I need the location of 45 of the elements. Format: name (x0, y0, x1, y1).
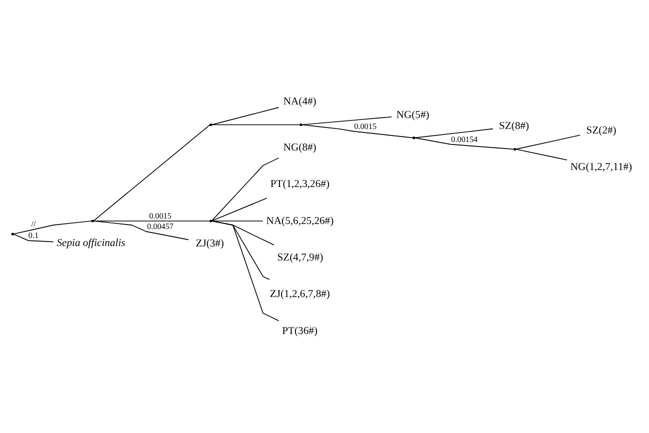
connector (414, 137, 514, 150)
node-text: NG(5#) (396, 110, 430, 121)
edge-label: 0.0015 (354, 122, 377, 131)
node-point (412, 136, 416, 140)
node-text: SZ(8#) (499, 121, 530, 132)
connector (93, 124, 210, 222)
connector (93, 220, 210, 222)
node-text: PT(36#) (282, 326, 318, 337)
edge-label: 0.00154 (451, 134, 478, 144)
node-point (11, 232, 14, 236)
edge-label: // (31, 220, 36, 229)
connector (211, 220, 264, 222)
node-point (210, 220, 212, 222)
node-point (300, 123, 302, 126)
node-text: SZ(4,7,9#) (277, 252, 324, 264)
connector (211, 158, 280, 222)
node-text: NA(5,6,25,26#) (266, 216, 334, 227)
edge-label: 0.1 (28, 231, 39, 240)
node-text: NG(8#) (283, 142, 316, 154)
node-text: SZ(2#) (586, 125, 616, 136)
edge-label: 0.0015 (149, 212, 172, 221)
connector (414, 128, 494, 138)
edge-label: 0.00457 (147, 222, 174, 232)
connector (211, 198, 268, 222)
connector (211, 220, 274, 246)
node-text: NA(4#) (283, 96, 316, 108)
node-text: Sepia officinalis (56, 238, 126, 249)
connector (516, 148, 568, 160)
connector (301, 116, 392, 126)
connector (301, 124, 414, 138)
node-text: ZJ(1,2,6,7,8#) (270, 289, 330, 300)
connector (211, 220, 270, 280)
connector (13, 220, 92, 234)
node-text: ZJ(3#) (196, 238, 224, 250)
node-point (91, 220, 94, 222)
connector (211, 124, 300, 126)
connector (516, 134, 580, 150)
connector (93, 220, 189, 240)
node-text: PT(1,2,3,26#) (270, 179, 330, 190)
node-point (514, 148, 516, 151)
connector (13, 234, 54, 242)
connector (211, 220, 280, 322)
node-text: NG(1,2,7,11#) (570, 162, 632, 173)
connector (211, 107, 280, 126)
node-point (210, 123, 212, 126)
